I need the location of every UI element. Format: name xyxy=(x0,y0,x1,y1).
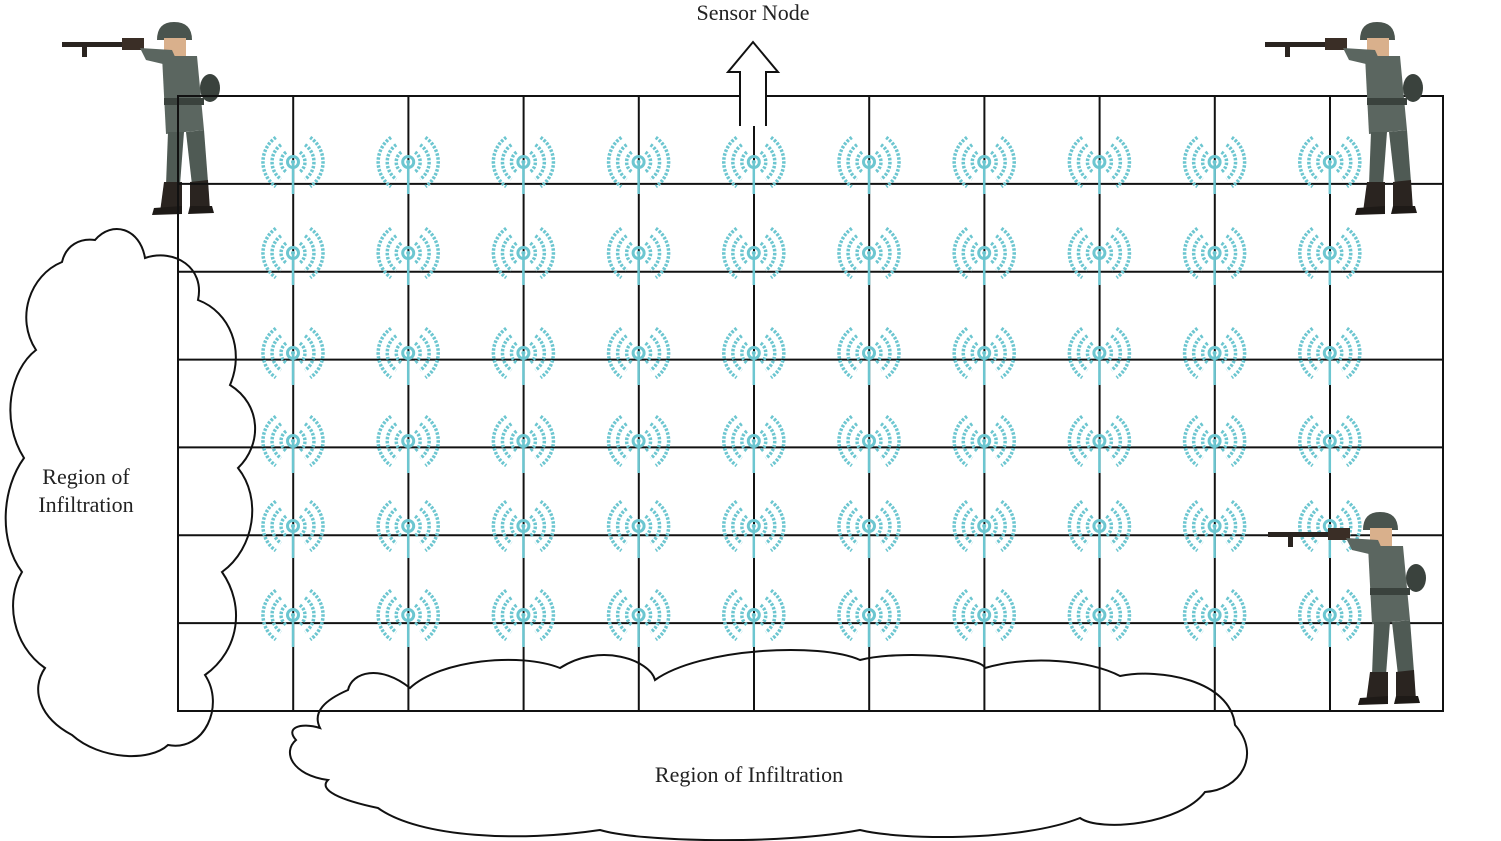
wireless-sensor-icon xyxy=(261,414,325,473)
wireless-sensor-icon xyxy=(722,226,786,285)
wireless-sensor-icon xyxy=(491,499,556,558)
wireless-sensor-icon xyxy=(1182,326,1247,385)
wireless-sensor-icon xyxy=(1298,326,1362,385)
wireless-sensor-icon xyxy=(376,226,440,285)
wireless-sensor-icon xyxy=(837,588,901,647)
wireless-sensor-icon xyxy=(952,414,1016,473)
wireless-sensor-icon xyxy=(952,135,1016,194)
wireless-sensor-icon xyxy=(376,135,440,194)
cloud-outline-bottom xyxy=(289,649,1248,841)
wireless-sensor-icon xyxy=(376,414,440,473)
wireless-sensor-icon xyxy=(261,326,325,385)
wireless-sensor-icon xyxy=(1067,499,1132,558)
wireless-sensor-icon xyxy=(491,326,556,385)
wireless-sensor-icon xyxy=(491,588,556,647)
soldier-bottom-right xyxy=(1268,512,1426,705)
wireless-sensor-icon xyxy=(1067,414,1132,473)
wireless-sensor-icon xyxy=(722,414,786,473)
region-left-label-line1: Region of xyxy=(42,464,130,489)
wireless-sensor-icon xyxy=(722,326,786,385)
wireless-sensor-icon xyxy=(606,135,671,194)
region-bottom-label: Region of Infiltration xyxy=(655,762,843,787)
soldier-top-left xyxy=(62,22,220,215)
wireless-sensor-icon xyxy=(837,226,901,285)
wireless-sensor-icon xyxy=(837,499,901,558)
wireless-sensor-icon xyxy=(1182,499,1247,558)
wireless-sensor-icon xyxy=(1182,414,1247,473)
sensor-node-label: Sensor Node xyxy=(696,0,809,25)
wireless-sensor-icon xyxy=(261,135,325,194)
wireless-sensor-icon xyxy=(722,499,786,558)
wireless-sensor-icon xyxy=(261,588,325,647)
region-left-label-line2: Infiltration xyxy=(38,492,133,517)
wireless-sensor-icon xyxy=(837,326,901,385)
wireless-sensor-icon xyxy=(606,588,671,647)
wireless-sensor-icon xyxy=(1298,226,1362,285)
wireless-sensor-icon xyxy=(376,499,440,558)
wireless-sensor-icon xyxy=(952,226,1016,285)
soldier-top-right xyxy=(1265,22,1423,215)
grid-frame xyxy=(177,95,1444,712)
wireless-sensor-icon xyxy=(1067,135,1132,194)
wireless-sensor-icon xyxy=(606,414,671,473)
wireless-sensor-icon xyxy=(837,135,901,194)
sensor-array xyxy=(261,135,1362,647)
wireless-sensor-icon xyxy=(952,588,1016,647)
wireless-sensor-icon xyxy=(1067,326,1132,385)
hollow-up-arrow-icon xyxy=(725,40,781,126)
wireless-sensor-icon xyxy=(952,326,1016,385)
wireless-sensor-icon xyxy=(376,326,440,385)
wireless-sensor-icon xyxy=(1182,135,1247,194)
wireless-sensor-icon xyxy=(1298,588,1362,647)
wireless-sensor-icon xyxy=(722,135,786,194)
wireless-sensor-icon xyxy=(1067,588,1132,647)
wireless-sensor-icon xyxy=(261,499,325,558)
wireless-sensor-icon xyxy=(1067,226,1132,285)
deployment-grid xyxy=(177,95,1444,712)
wireless-sensor-icon xyxy=(837,414,901,473)
wireless-sensor-icon xyxy=(1298,135,1362,194)
wireless-sensor-icon xyxy=(1182,588,1247,647)
wireless-sensor-icon xyxy=(952,499,1016,558)
wireless-sensor-icon xyxy=(491,135,556,194)
cloud-outline-left xyxy=(4,228,257,758)
wireless-sensor-icon xyxy=(606,226,671,285)
wireless-sensor-icon xyxy=(1182,226,1247,285)
wireless-sensor-icon xyxy=(376,588,440,647)
wireless-sensor-icon xyxy=(606,499,671,558)
wireless-sensor-icon xyxy=(606,326,671,385)
wireless-sensor-icon xyxy=(491,226,556,285)
wireless-sensor-icon xyxy=(722,588,786,647)
wireless-sensor-icon xyxy=(491,414,556,473)
wireless-sensor-icon xyxy=(261,226,325,285)
wireless-sensor-icon xyxy=(1298,414,1362,473)
